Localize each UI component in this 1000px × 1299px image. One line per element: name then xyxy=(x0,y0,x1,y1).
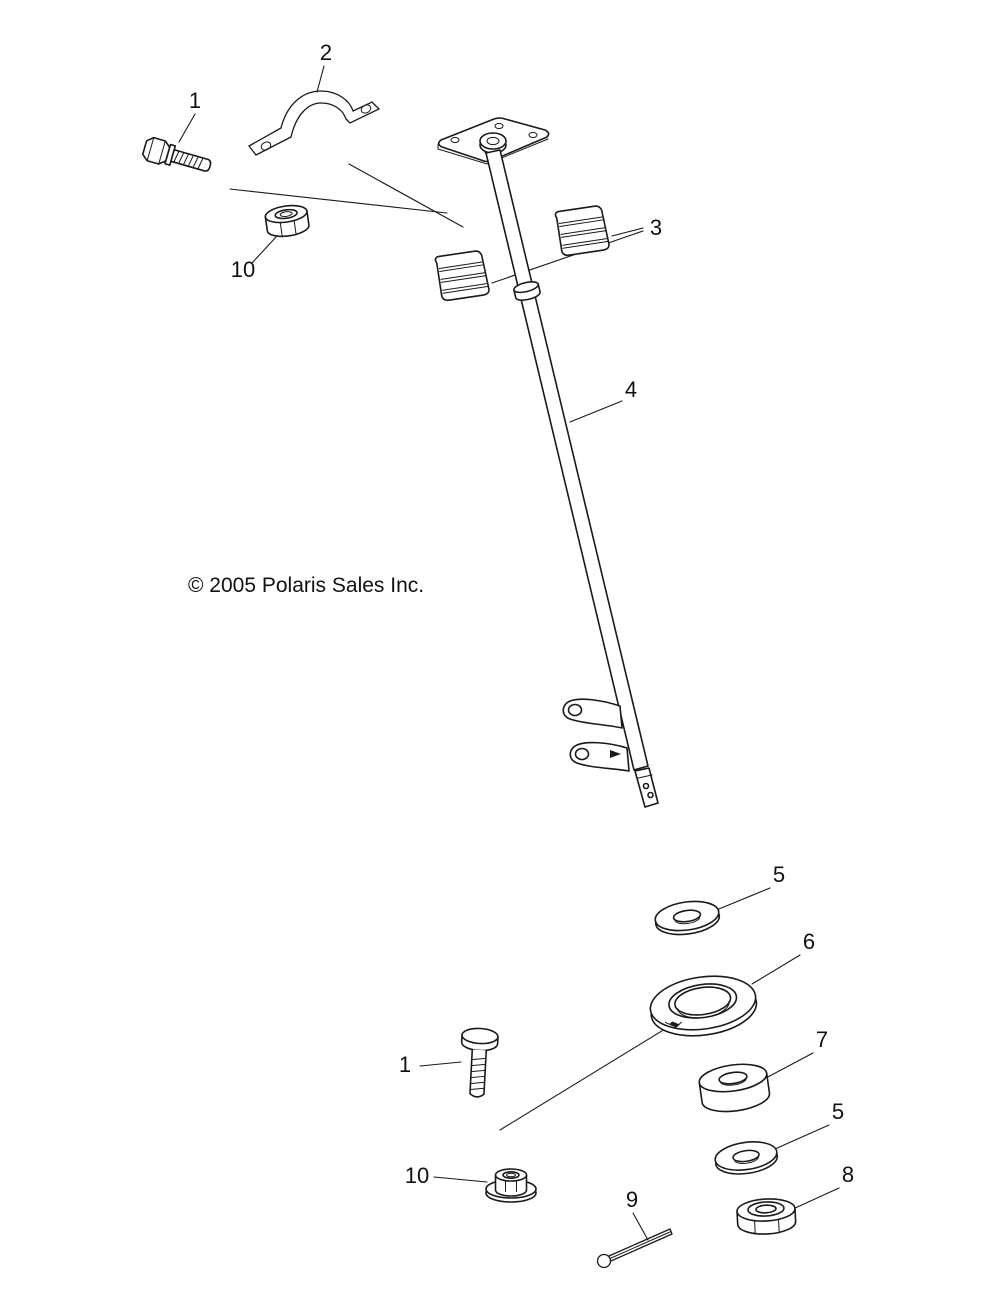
leader-assembly-a xyxy=(229,188,448,214)
callout-clamp: 2 xyxy=(320,40,332,65)
leader-dust-cover xyxy=(751,954,801,985)
leader-bolt-lower xyxy=(419,1061,462,1067)
part-bushing-right xyxy=(554,204,611,257)
leader-lock-nut xyxy=(792,1187,840,1210)
callout-pivot-bushing: 7 xyxy=(816,1027,828,1052)
clamp-hole-left xyxy=(260,141,272,151)
leader-post xyxy=(569,400,623,423)
leader-bolt-top xyxy=(178,113,196,143)
part-cotter-pin xyxy=(596,1228,673,1269)
callout-washer-lower: 5 xyxy=(832,1099,844,1124)
post-fork-tick xyxy=(610,750,621,758)
part-washer-upper xyxy=(652,896,722,940)
leader-lines xyxy=(178,65,840,1241)
part-dust-cover xyxy=(649,975,758,1037)
part-flange-nut xyxy=(485,1168,537,1203)
post-collar xyxy=(513,281,541,301)
callout-steering-post: 4 xyxy=(625,377,637,402)
part-lock-nut xyxy=(736,1198,797,1235)
clamp-hole-right xyxy=(360,104,372,114)
callouts: 1 2 10 3 4 5 6 1 7 5 10 9 8 xyxy=(189,40,854,1212)
callout-washer-upper: 5 xyxy=(773,862,785,887)
part-clamp xyxy=(248,90,381,156)
callout-cotter-pin: 9 xyxy=(626,1187,638,1212)
callout-flange-nut: 10 xyxy=(405,1163,429,1188)
callout-bolt-lower: 1 xyxy=(399,1052,411,1077)
leader-flange-nut xyxy=(433,1176,488,1183)
leader-cotter-pin xyxy=(632,1212,649,1241)
leader-washer-lower xyxy=(774,1124,830,1150)
part-bushing-left xyxy=(434,249,491,302)
callout-lock-nut: 8 xyxy=(842,1162,854,1187)
leader-pivot-bushing xyxy=(763,1052,814,1080)
post-shaft xyxy=(485,149,649,771)
callout-bolt-top: 1 xyxy=(189,88,201,113)
leader-nut-top xyxy=(251,236,277,264)
leader-washer-upper xyxy=(713,887,771,912)
dust-cover-tab xyxy=(664,1021,682,1028)
part-bolt-lower xyxy=(460,1027,499,1098)
part-steering-post xyxy=(437,117,659,808)
leader-clamp xyxy=(316,65,325,93)
part-pivot-bushing xyxy=(698,1063,771,1113)
part-washer-lower xyxy=(712,1137,780,1179)
callout-dust-cover: 6 xyxy=(803,929,815,954)
callout-nut-top: 10 xyxy=(231,257,255,282)
part-nut-top xyxy=(264,204,310,238)
copyright-text: © 2005 Polaris Sales Inc. xyxy=(188,574,424,597)
leader-bushing-right xyxy=(611,227,644,237)
callout-bushing-halves: 3 xyxy=(650,215,662,240)
leader-assembly-b xyxy=(348,163,464,228)
part-bolt-top xyxy=(141,136,212,172)
